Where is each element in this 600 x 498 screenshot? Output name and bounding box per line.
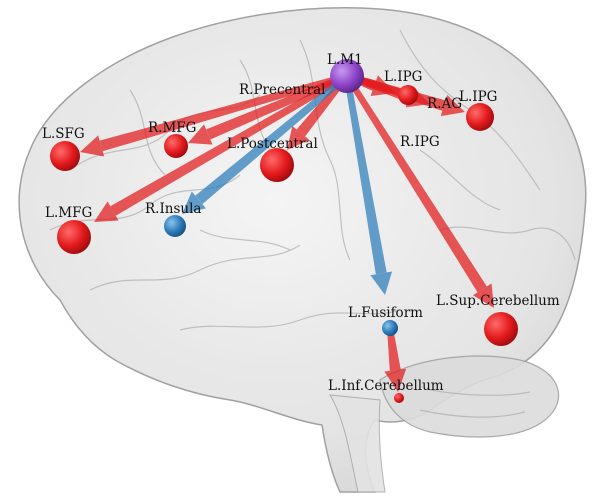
edge-shaft <box>206 73 349 140</box>
edge-shaft <box>99 73 348 152</box>
edge-shaft <box>386 327 401 371</box>
labels: L.M1R.PrecentralL.IPGR.AGL.IPGR.IPGL.SFG… <box>42 52 560 394</box>
edge-shaft <box>346 73 446 111</box>
label-l_sfg: L.SFG <box>42 126 85 142</box>
label-r_insula: R.Insula <box>145 201 201 217</box>
edge-hub-to-l_mfg <box>94 73 349 222</box>
label-l_ipg2: L.IPG <box>459 89 497 105</box>
label-l_fusiform: L.Fusiform <box>348 305 423 321</box>
edge-hub-to-l_sfg <box>80 73 348 157</box>
node-l_inf_cerebellum <box>394 393 404 403</box>
edge-hub-to-r_insula <box>182 73 349 214</box>
edge-arrowhead <box>182 191 206 214</box>
label-l_mfg: L.MFG <box>45 205 92 221</box>
label-l_ipg: L.IPG <box>384 69 422 85</box>
edge-arrowhead <box>440 95 465 117</box>
label-r_ipg: R.IPG <box>400 134 440 150</box>
edge-hub-to-l_sup_cerebellum <box>344 74 494 308</box>
label-hub: L.M1 <box>327 52 363 68</box>
edge-l_fusiform-to-l_inf_cerebellum <box>384 327 407 392</box>
edge-arrowhead <box>188 124 213 145</box>
label-l_inf_cerebellum: L.Inf.Cerebellum <box>328 378 444 394</box>
edge-hub-to-l_fusiform <box>344 75 393 295</box>
edge-hub-to-r_mfg <box>188 73 349 145</box>
node-l_fusiform <box>382 320 398 336</box>
node-r_insula <box>164 215 186 237</box>
node-l_ipg <box>398 85 418 105</box>
edge-arrowhead <box>370 271 393 295</box>
node-l_sup_cerebellum <box>484 312 518 346</box>
edge-arrowhead <box>384 368 407 392</box>
node-l_sfg <box>50 141 80 171</box>
brain-outline <box>18 7 587 493</box>
edge-hub-to-l_ipg2 <box>346 73 465 117</box>
node-l_ipg2 <box>466 103 494 131</box>
edges <box>80 73 494 392</box>
label-r_mfg: R.MFG <box>148 120 196 136</box>
nodes <box>50 59 518 403</box>
label-r_ag: R.AG <box>427 96 462 112</box>
node-l_mfg <box>57 220 91 254</box>
edge-shaft <box>110 73 349 216</box>
edge-hub-to-l_postcentral <box>287 74 350 150</box>
edge-arrowhead <box>80 135 105 157</box>
edge-arrowhead <box>94 201 119 222</box>
node-l_postcentral <box>260 148 294 182</box>
label-l_postcentral: L.Postcentral <box>227 136 318 152</box>
edge-shaft <box>296 74 350 137</box>
node-hub <box>330 59 364 93</box>
label-r_precentral: R.Precentral <box>239 82 325 98</box>
edge-shaft <box>195 73 349 205</box>
node-r_mfg <box>164 134 188 158</box>
label-l_sup_cerebellum: L.Sup.Cerebellum <box>436 293 560 309</box>
edge-arrowhead <box>287 125 310 150</box>
edge-shaft <box>344 74 487 293</box>
edge-shaft <box>344 75 387 275</box>
edge-arrowhead <box>472 283 494 308</box>
